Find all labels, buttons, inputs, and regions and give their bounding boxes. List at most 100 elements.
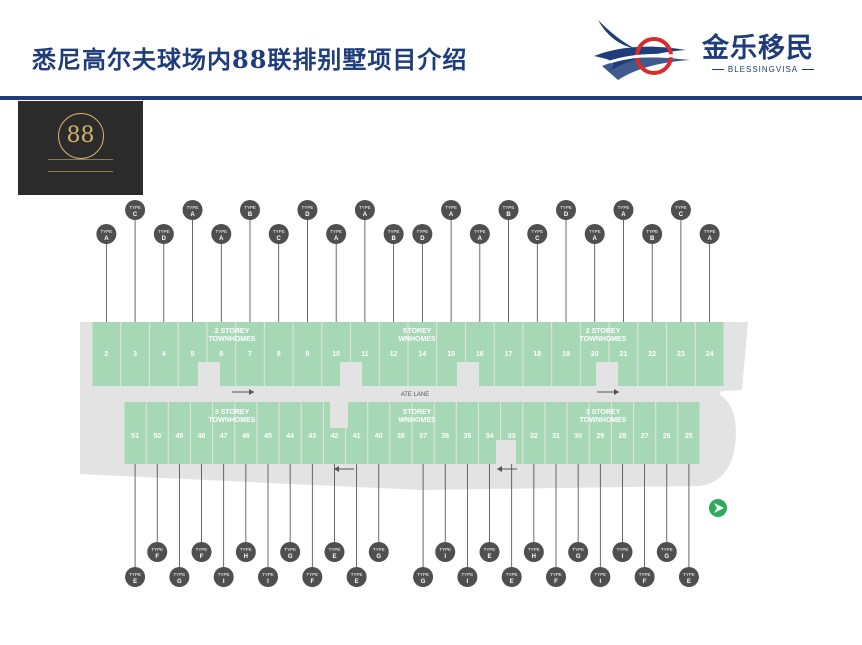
type-pin-word-5: TYPE <box>187 205 199 210</box>
type-pin-word-3: TYPE <box>129 205 141 210</box>
type-pin-letter-28: I <box>622 554 624 560</box>
lot-number-15: 15 <box>447 351 455 358</box>
type-pin-4 <box>153 224 174 244</box>
lot-36 <box>434 402 456 464</box>
row-label-line2: WNHOMES <box>398 336 436 343</box>
type-pin-word-47: TYPE <box>218 572 230 577</box>
row-label-line1: 3 STOREY <box>586 409 621 416</box>
type-pin-letter-29: I <box>599 579 601 585</box>
type-pin-letter-27: F <box>643 579 647 585</box>
type-pin-word-37: TYPE <box>417 572 429 577</box>
type-pin-word-11: TYPE <box>359 205 371 210</box>
lot-number-29: 29 <box>596 433 604 440</box>
type-pin-11 <box>354 200 375 220</box>
type-pin-letter-41: E <box>355 579 359 585</box>
type-pin-36 <box>435 542 456 562</box>
lot-number-41: 41 <box>353 433 361 440</box>
row-label-line2: TOWNHOMES <box>209 336 256 343</box>
traffic-arrow-east-head <box>249 389 254 395</box>
type-pin-word-22: TYPE <box>646 229 658 234</box>
row-label-line1: 2 STOREY <box>586 328 621 335</box>
type-pin-word-34: TYPE <box>484 547 496 552</box>
type-pin-letter-7: B <box>248 212 253 218</box>
type-pin-32 <box>523 542 544 562</box>
lot-29 <box>589 402 611 464</box>
type-pin-letter-17: B <box>506 212 511 218</box>
type-pin-26 <box>656 542 677 562</box>
thumbnail-rule <box>48 171 113 172</box>
type-pin-word-9: TYPE <box>302 205 314 210</box>
lane-label: ATE LANE <box>401 392 430 398</box>
lot-number-46: 46 <box>242 433 250 440</box>
lot-number-9: 9 <box>306 351 310 358</box>
type-pin-word-4: TYPE <box>158 229 170 234</box>
lot-37 <box>412 402 434 464</box>
type-pin-letter-36: I <box>444 554 446 560</box>
lot-number-32: 32 <box>530 433 538 440</box>
type-pin-23 <box>670 200 691 220</box>
lot-number-19: 19 <box>562 351 570 358</box>
lot-number-34: 34 <box>486 433 494 440</box>
type-pin-letter-49: G <box>177 579 182 585</box>
lot-number-21: 21 <box>620 351 628 358</box>
type-pin-letter-25: E <box>687 579 691 585</box>
type-pin-letter-46: H <box>244 554 248 560</box>
type-pin-word-17: TYPE <box>503 205 515 210</box>
type-pin-word-50: TYPE <box>151 547 163 552</box>
type-pin-letter-43: F <box>310 579 314 585</box>
type-pin-word-6: TYPE <box>215 229 227 234</box>
row-label-line2: TOWNHOMES <box>209 417 256 424</box>
lot-number-28: 28 <box>619 433 627 440</box>
lot-number-48: 48 <box>198 433 206 440</box>
type-pin-letter-42: E <box>332 554 336 560</box>
type-pin-word-44: TYPE <box>284 547 296 552</box>
type-pin-letter-30: G <box>576 554 581 560</box>
type-pin-word-2: TYPE <box>100 229 112 234</box>
brand-wing-icon <box>594 20 695 80</box>
type-pin-letter-11: A <box>363 212 368 218</box>
type-pin-letter-51: E <box>133 579 137 585</box>
type-pin-51 <box>125 567 146 587</box>
lot-number-22: 22 <box>648 351 656 358</box>
brand-logo: 金乐移民 BLESSINGVISA <box>590 16 840 88</box>
brand-name-en: BLESSINGVISA <box>702 65 824 74</box>
lot-50 <box>146 402 168 464</box>
lot-number-51: 51 <box>131 433 139 440</box>
lot-number-10: 10 <box>332 351 340 358</box>
type-pin-10 <box>326 224 347 244</box>
lot-number-14: 14 <box>418 351 426 358</box>
type-pin-word-43: TYPE <box>306 572 318 577</box>
type-pin-word-16: TYPE <box>474 229 486 234</box>
type-pin-letter-44: G <box>288 554 293 560</box>
type-pin-word-51: TYPE <box>129 572 141 577</box>
type-pin-letter-8: C <box>277 236 282 242</box>
type-pin-word-12: TYPE <box>388 229 400 234</box>
lot-27 <box>634 402 656 464</box>
type-pin-letter-48: F <box>200 554 204 560</box>
type-pin-word-29: TYPE <box>594 572 606 577</box>
type-pin-word-23: TYPE <box>675 205 687 210</box>
driveway-top-1 <box>340 362 362 386</box>
lot-number-24: 24 <box>706 351 714 358</box>
type-pin-letter-2: A <box>104 236 109 242</box>
project-thumbnail: 88 <box>18 101 143 195</box>
driveway-top-2 <box>457 362 479 386</box>
lot-9 <box>293 322 322 386</box>
lot-48 <box>190 402 213 464</box>
lot-24 <box>695 322 724 386</box>
type-pin-word-33: TYPE <box>506 572 518 577</box>
type-pin-word-25: TYPE <box>683 572 695 577</box>
type-pin-letter-18: C <box>535 236 540 242</box>
type-pin-2 <box>96 224 117 244</box>
type-pin-letter-6: A <box>219 236 224 242</box>
type-pin-16 <box>469 224 490 244</box>
type-pin-7 <box>240 200 260 220</box>
type-pin-8 <box>268 224 289 244</box>
type-pin-19 <box>556 200 576 220</box>
type-pin-word-15: TYPE <box>445 205 457 210</box>
type-pin-letter-47: I <box>223 579 225 585</box>
lot-35 <box>456 402 478 464</box>
type-pin-6 <box>211 224 232 244</box>
type-pin-letter-15: A <box>449 212 454 218</box>
type-pin-37 <box>413 567 434 587</box>
